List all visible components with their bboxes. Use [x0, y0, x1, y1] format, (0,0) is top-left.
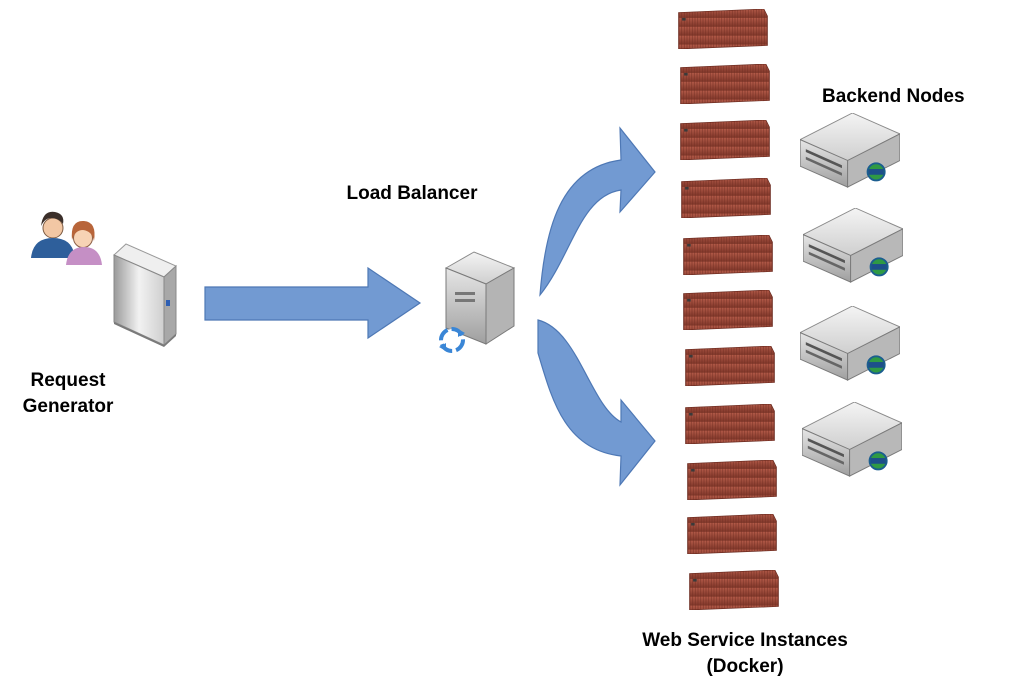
tower-server-icon [113, 243, 177, 347]
container-2 [680, 64, 770, 104]
server-sync-icon [439, 251, 516, 353]
container-6 [683, 290, 773, 330]
container-9 [687, 460, 777, 500]
backend-node-4 [802, 402, 902, 478]
backend-node-3 [800, 306, 900, 382]
container-11 [689, 570, 779, 610]
backend-nodes-label: Backend Nodes [822, 86, 965, 107]
container-10 [687, 514, 777, 554]
web-service-label-line2: (Docker) [706, 656, 784, 677]
container-8 [685, 404, 775, 444]
arrow-balancer-to-containers-lower [537, 319, 656, 487]
backend-node-1 [800, 113, 900, 189]
request-generator-label-line2: Generator [22, 396, 114, 417]
container-1 [678, 9, 768, 49]
request-generator-label-line1: Request [30, 370, 106, 391]
container-5 [683, 235, 773, 275]
request-generator-label: Request Generator [0, 368, 136, 420]
backend-nodes [800, 113, 903, 478]
container-7 [685, 346, 775, 386]
backend-node-2 [803, 208, 903, 284]
arrow-generator-to-balancer [204, 266, 422, 340]
container-4 [681, 178, 771, 218]
load-balancer-label: Load Balancer [346, 183, 478, 204]
web-service-label-line1: Web Service Instances [642, 630, 848, 651]
arrow-balancer-to-containers-upper [539, 126, 656, 297]
users-icon [31, 211, 102, 265]
web-service-label: Web Service Instances (Docker) [600, 628, 890, 680]
container-3 [680, 120, 770, 160]
containers-column [678, 9, 779, 610]
